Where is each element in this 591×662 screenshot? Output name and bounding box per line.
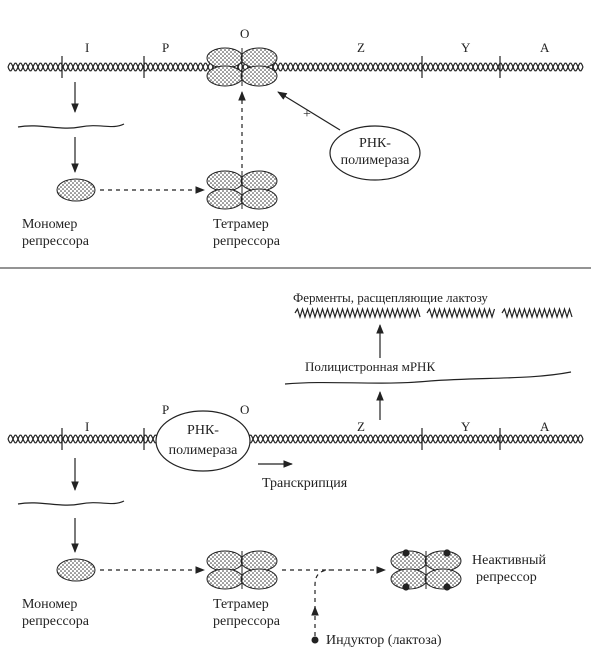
gene-label-p: P	[162, 40, 169, 55]
repressor-monomer-bottom	[56, 558, 96, 582]
gene-label-o: O	[240, 26, 249, 41]
gene-label-a-bottom: A	[540, 419, 550, 434]
monomer-label-top-2: репрессора	[22, 234, 90, 249]
repressor-subunit	[206, 568, 244, 590]
arrow-polymerase-blocked	[277, 91, 341, 131]
repressor-subunit	[240, 188, 278, 210]
top-panel: I P O Z Y A Мономер репрессора Тетрамер …	[7, 26, 584, 249]
repressor-subunit	[56, 178, 96, 202]
repressor-inactive	[390, 549, 462, 591]
polymerase-label-top-1: РНК-	[359, 136, 391, 151]
polymerase-label-bottom-1: РНК-	[187, 423, 219, 438]
tetramer-label-bottom-1: Тетрамер	[213, 597, 269, 612]
inactive-label-2: репрессор	[476, 570, 537, 585]
bound-inducer	[402, 583, 410, 591]
repressor-tetramer-top	[206, 170, 278, 210]
repressor-subunit	[206, 550, 244, 572]
repressor-tetramer-bottom	[206, 550, 278, 590]
gene-boundaries-top	[61, 56, 501, 78]
rna-polymerase-bottom	[155, 410, 251, 472]
gene-label-i-bottom: I	[85, 419, 89, 434]
repressor-subunit	[424, 568, 462, 590]
repressor-subunit	[424, 550, 462, 572]
repressor-subunit	[240, 170, 278, 192]
dna-strand-top-complement	[7, 62, 584, 72]
gene-label-y-bottom: Y	[461, 419, 471, 434]
enzyme-a-zigzag	[501, 306, 573, 320]
inducer-molecule	[311, 636, 319, 644]
repressor-subunit	[206, 65, 244, 87]
repressor-subunit	[56, 558, 96, 582]
repressor-subunit	[240, 568, 278, 590]
blocked-mark: +	[303, 107, 311, 122]
polycistronic-mrna	[284, 371, 572, 385]
inducer-path	[314, 569, 331, 610]
repressor-monomer-top	[56, 178, 96, 202]
repressor-tetramer-bound	[206, 47, 278, 87]
gene-label-p-bottom: P	[162, 402, 169, 417]
transcription-label: Транскрипция	[262, 476, 348, 491]
rna-polymerase-top	[329, 125, 421, 181]
dna-strand-bottom	[7, 434, 584, 444]
inducer-label: Индуктор (лактоза)	[326, 633, 442, 648]
bound-inducer	[443, 583, 451, 591]
polymerase-label-bottom-2: полимераза	[169, 443, 239, 458]
gene-label-a: A	[540, 40, 550, 55]
monomer-label-top-1: Мономер	[22, 217, 77, 232]
mrna-label: Полицистронная мРНК	[305, 359, 435, 374]
inactive-label-1: Неактивный	[472, 553, 546, 568]
bottom-panel: Ферменты, расщепляющие лактозу Полицистр…	[7, 290, 584, 648]
repressor-mrna-top	[17, 123, 125, 129]
gene-label-z: Z	[357, 40, 365, 55]
repressor-subunit	[240, 65, 278, 87]
enzyme-y-zigzag	[426, 306, 496, 320]
enzymes-label: Ферменты, расщепляющие лактозу	[293, 290, 488, 305]
polymerase-label-top-2: полимераза	[341, 153, 411, 168]
gene-label-o-bottom: O	[240, 402, 249, 417]
monomer-label-bottom-1: Мономер	[22, 597, 77, 612]
dna-strand-top	[7, 62, 584, 72]
enzyme-z-zigzag	[294, 306, 421, 320]
dna-strand-bottom-complement	[7, 434, 584, 444]
repressor-subunit	[240, 550, 278, 572]
gene-label-i: I	[85, 40, 89, 55]
repressor-subunit	[206, 47, 244, 69]
gene-label-z-bottom: Z	[357, 419, 365, 434]
repressor-subunit	[240, 47, 278, 69]
gene-boundaries-bottom	[61, 428, 501, 450]
tetramer-label-bottom-2: репрессора	[213, 614, 281, 629]
bound-inducer	[443, 549, 451, 557]
tetramer-label-top-1: Тетрамер	[213, 217, 269, 232]
bound-inducer	[402, 549, 410, 557]
repressor-mrna-bottom	[17, 500, 125, 506]
gene-label-y: Y	[461, 40, 471, 55]
repressor-subunit	[206, 170, 244, 192]
tetramer-label-top-2: репрессора	[213, 234, 281, 249]
monomer-label-bottom-2: репрессора	[22, 614, 90, 629]
repressor-subunit	[206, 188, 244, 210]
